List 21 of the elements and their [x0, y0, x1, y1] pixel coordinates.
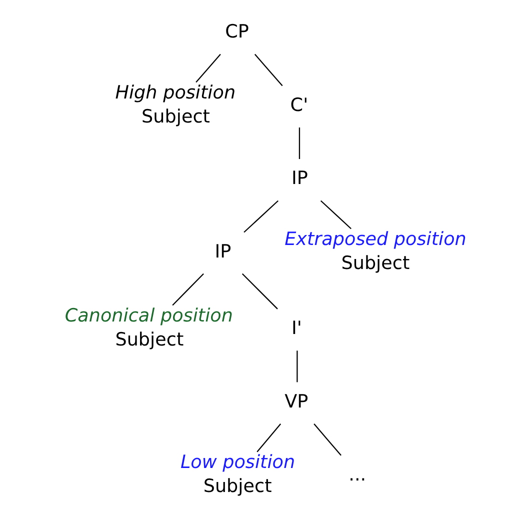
node-text: Canonical position Subject — [64, 306, 233, 351]
connector — [254, 54, 283, 86]
connector — [256, 424, 282, 452]
node-text: CP — [225, 22, 249, 43]
node-text: Extraposed position Subject — [284, 228, 466, 274]
connector — [320, 200, 352, 230]
node-text: VP — [284, 391, 308, 412]
node-text: ... — [348, 464, 366, 486]
connector — [244, 200, 278, 233]
node-text: Low position Subject — [180, 452, 296, 498]
node-text: IP — [291, 168, 308, 190]
connector — [172, 273, 204, 306]
node-text: C' — [290, 94, 308, 116]
connector — [196, 54, 221, 83]
node-text: High position Subject — [115, 82, 236, 128]
node-text: I' — [291, 318, 302, 340]
connector — [298, 128, 300, 160]
connector — [242, 273, 278, 310]
node-text: IP — [214, 241, 232, 262]
connector — [296, 350, 298, 382]
connector — [314, 424, 342, 456]
